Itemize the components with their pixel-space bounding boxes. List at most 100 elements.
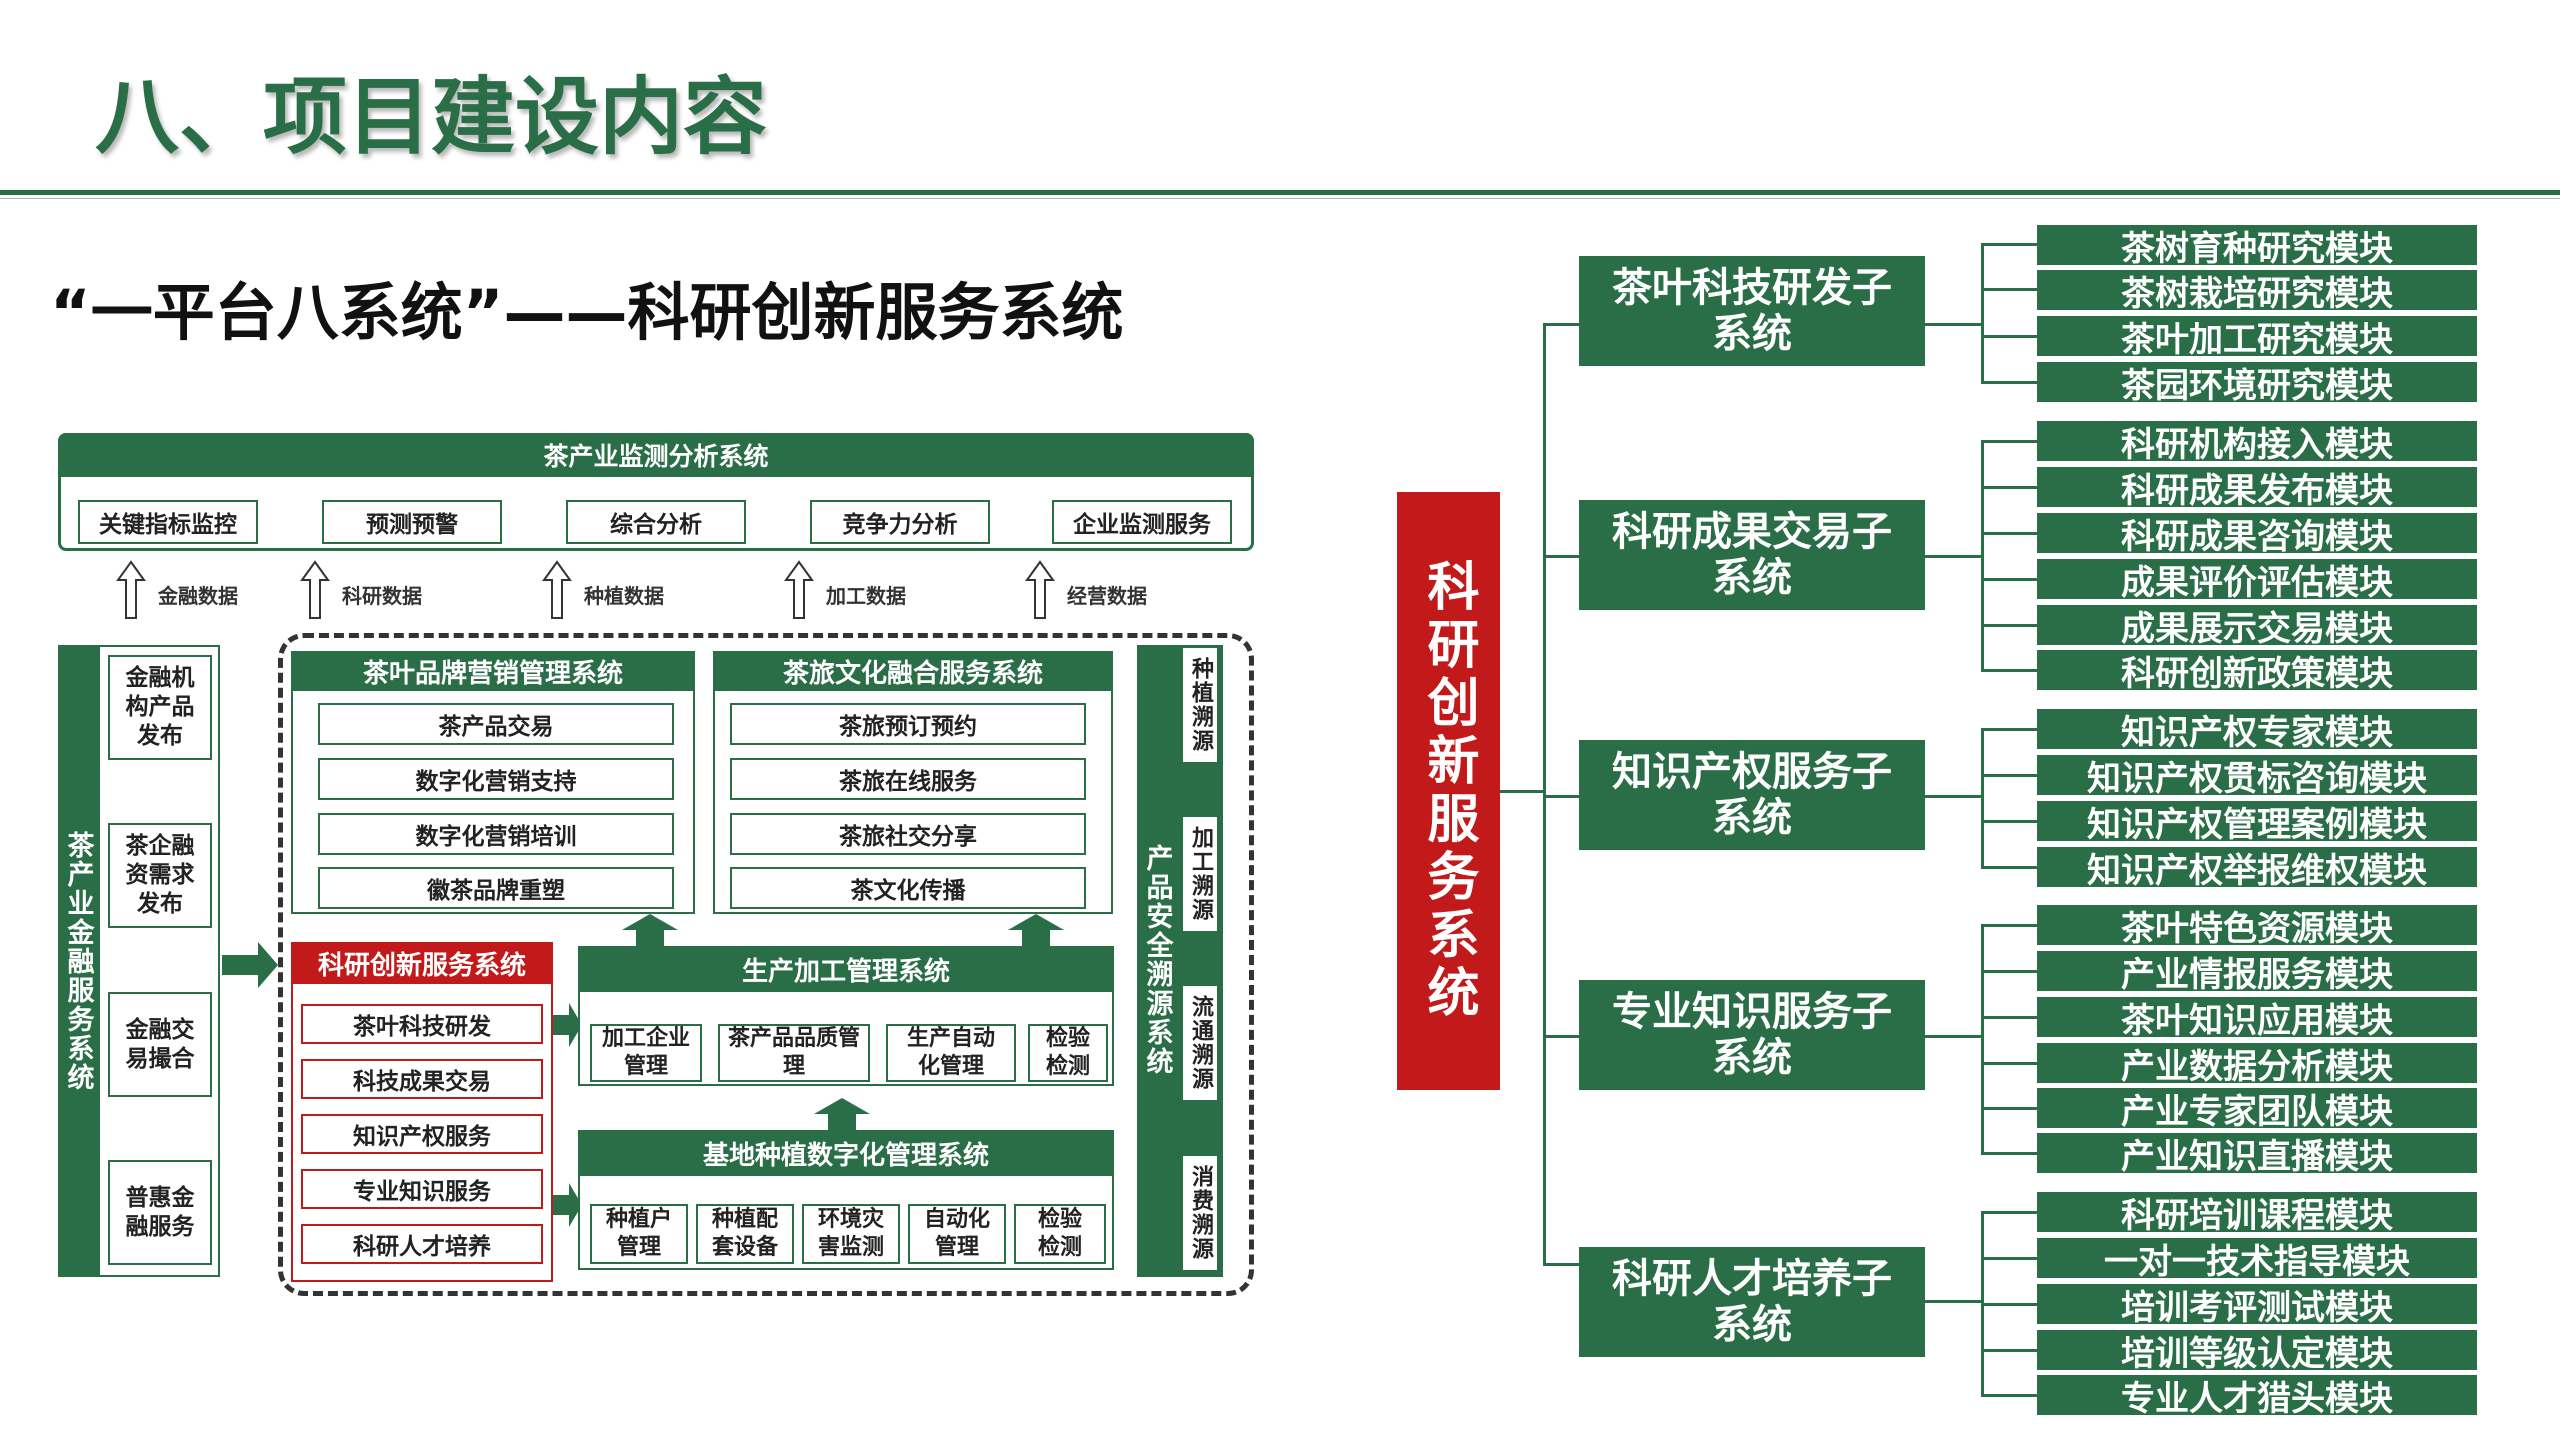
tree-root: 科研创新服务系统 bbox=[1397, 492, 1500, 1090]
title-divider bbox=[0, 190, 2560, 195]
module-box: 培训考评测试模块 bbox=[2037, 1284, 2477, 1328]
tree-connector bbox=[1981, 440, 1984, 670]
tree-connector bbox=[1981, 669, 2037, 672]
module-box: 成果展示交易模块 bbox=[2037, 605, 2477, 649]
module-box: 培训等级认定模块 bbox=[2037, 1330, 2477, 1374]
monitoring-item: 综合分析 bbox=[566, 500, 746, 544]
monitoring-item: 关键指标监控 bbox=[78, 500, 258, 544]
brand-system-panel: 茶叶品牌营销管理系统 茶产品交易 数字化营销支持 数字化营销培训 徽茶品牌重塑 bbox=[291, 651, 695, 914]
planting-system-title: 基地种植数字化管理系统 bbox=[578, 1130, 1114, 1176]
research-system-panel: 科研创新服务系统 茶叶科技研发 科技成果交易 知识产权服务 专业知识服务 科研人… bbox=[291, 942, 553, 1282]
research-system-title: 科研创新服务系统 bbox=[291, 942, 553, 984]
up-arrow-icon bbox=[1008, 914, 1064, 946]
module-box: 科研机构接入模块 bbox=[2037, 421, 2477, 465]
finance-item: 普惠金融服务 bbox=[108, 1160, 212, 1265]
planting-item: 环境灾害监测 bbox=[802, 1204, 900, 1264]
up-arrow-icon bbox=[542, 560, 572, 619]
tourism-system-panel: 茶旅文化融合服务系统 茶旅预订预约 茶旅在线服务 茶旅社交分享 茶文化传播 bbox=[713, 651, 1113, 914]
tree-connector bbox=[1925, 1300, 1983, 1303]
tree-connector bbox=[1500, 790, 1544, 793]
brand-item: 茶产品交易 bbox=[318, 703, 674, 745]
processing-item: 检验检测 bbox=[1028, 1024, 1108, 1082]
page-title: 八、项目建设内容 bbox=[95, 68, 768, 166]
finance-system-title: 茶产业金融服务系统 bbox=[58, 645, 98, 1277]
tree-connector bbox=[1981, 820, 2037, 823]
tree-connector bbox=[1981, 288, 2037, 291]
tree-connector bbox=[1981, 924, 1984, 1154]
up-arrow-icon bbox=[116, 560, 146, 619]
processing-system-panel: 生产加工管理系统 加工企业管理 茶产品品质管理 生产自动化管理 检验检测 bbox=[578, 946, 1114, 1086]
module-box: 知识产权专家模块 bbox=[2037, 709, 2477, 753]
tree-connector bbox=[1981, 532, 2037, 535]
trace-system-title: 产品安全溯源系统 bbox=[1141, 844, 1173, 1076]
brand-system-title: 茶叶品牌营销管理系统 bbox=[291, 651, 695, 691]
up-arrow-icon bbox=[814, 1098, 870, 1130]
trace-item: 种植溯源 bbox=[1181, 646, 1219, 764]
research-item: 科研人才培养 bbox=[301, 1224, 543, 1264]
module-box: 知识产权举报维权模块 bbox=[2037, 847, 2477, 891]
data-arrow-label: 经营数据 bbox=[1067, 584, 1147, 608]
title-divider-thin bbox=[0, 198, 2560, 199]
monitoring-item: 预测预警 bbox=[322, 500, 502, 544]
tree-connector bbox=[1981, 970, 2037, 973]
module-box: 产业情报服务模块 bbox=[2037, 951, 2477, 995]
tree-connector bbox=[1981, 1211, 2037, 1214]
finance-item: 金融交易撮合 bbox=[108, 992, 212, 1097]
tree-connector bbox=[1981, 440, 2037, 443]
tree-connector bbox=[1981, 728, 2037, 731]
tree-connector bbox=[1981, 1394, 2037, 1397]
module-box: 产业数据分析模块 bbox=[2037, 1043, 2477, 1087]
tree-connector bbox=[1981, 578, 2037, 581]
tree-connector bbox=[1981, 1349, 2037, 1352]
trace-item: 加工溯源 bbox=[1181, 815, 1219, 933]
processing-item: 生产自动化管理 bbox=[886, 1024, 1016, 1082]
module-box: 科研培训课程模块 bbox=[2037, 1192, 2477, 1236]
tree-connector bbox=[1981, 243, 2037, 246]
tree-connector bbox=[1981, 1257, 2037, 1260]
module-box: 产业知识直播模块 bbox=[2037, 1133, 2477, 1177]
subsystem-box: 科研人才培养子系统 bbox=[1579, 1247, 1925, 1357]
tree-connector bbox=[1925, 795, 1983, 798]
tourism-item: 茶旅社交分享 bbox=[730, 813, 1086, 855]
finance-item: 金融机构产品发布 bbox=[108, 655, 212, 760]
core-systems-dashed-frame bbox=[278, 633, 1254, 1296]
trace-item: 消费溯源 bbox=[1181, 1154, 1219, 1272]
brand-item: 数字化营销支持 bbox=[318, 758, 674, 800]
right-arrow-icon bbox=[222, 942, 278, 988]
tree-connector bbox=[1981, 924, 2037, 927]
module-box: 茶叶特色资源模块 bbox=[2037, 905, 2477, 949]
tree-connector bbox=[1981, 486, 2037, 489]
tourism-system-title: 茶旅文化融合服务系统 bbox=[713, 651, 1113, 691]
brand-item: 数字化营销培训 bbox=[318, 813, 674, 855]
tree-connector bbox=[1981, 624, 2037, 627]
tree-connector bbox=[1925, 555, 1983, 558]
module-box: 茶叶加工研究模块 bbox=[2037, 316, 2477, 360]
planting-item: 检验检测 bbox=[1014, 1204, 1106, 1264]
tree-connector bbox=[1981, 335, 2037, 338]
module-box: 一对一技术指导模块 bbox=[2037, 1238, 2477, 1282]
module-box: 产业专家团队模块 bbox=[2037, 1088, 2477, 1132]
tree-connector bbox=[1981, 1107, 2037, 1110]
tree-connector bbox=[1981, 774, 2037, 777]
tree-connector bbox=[1543, 1263, 1579, 1266]
module-box: 知识产权管理案例模块 bbox=[2037, 801, 2477, 845]
module-box: 茶树栽培研究模块 bbox=[2037, 270, 2477, 314]
subsystem-box: 知识产权服务子系统 bbox=[1579, 740, 1925, 850]
trace-item: 流通溯源 bbox=[1181, 984, 1219, 1102]
tree-connector bbox=[1981, 1152, 2037, 1155]
data-arrow-label: 种植数据 bbox=[584, 584, 664, 608]
tree-connector bbox=[1543, 555, 1579, 558]
planting-item: 种植配套设备 bbox=[696, 1204, 794, 1264]
research-item: 知识产权服务 bbox=[301, 1114, 543, 1154]
planting-item: 自动化管理 bbox=[908, 1204, 1006, 1264]
tree-connector bbox=[1925, 323, 1983, 326]
right-arrow-icon bbox=[553, 1003, 582, 1047]
data-arrow-label: 加工数据 bbox=[826, 584, 906, 608]
tree-connector bbox=[1925, 1035, 1983, 1038]
planting-system-panel: 基地种植数字化管理系统 种植户管理 种植配套设备 环境灾害监测 自动化管理 检验… bbox=[578, 1130, 1114, 1270]
tree-connector bbox=[1543, 795, 1579, 798]
module-box: 科研成果发布模块 bbox=[2037, 467, 2477, 511]
module-box: 茶叶知识应用模块 bbox=[2037, 997, 2477, 1041]
module-box: 茶树育种研究模块 bbox=[2037, 225, 2477, 269]
finance-item: 茶企融资需求发布 bbox=[108, 823, 212, 928]
